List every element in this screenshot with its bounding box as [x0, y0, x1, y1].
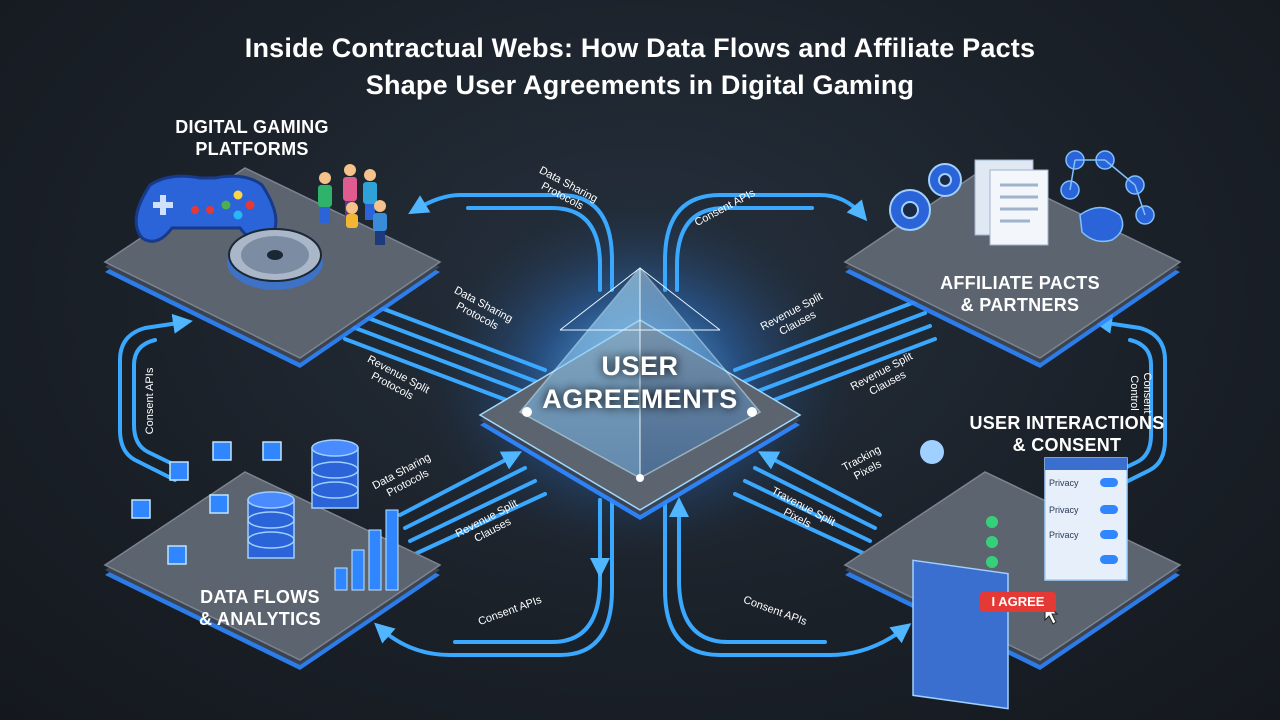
- flow-top-right: [663, 193, 868, 292]
- flow-lr-3: [743, 479, 872, 543]
- database-icon: [247, 439, 359, 559]
- document-icon: [974, 159, 1049, 246]
- bar-chart-icon: [334, 509, 399, 591]
- flow-top-left: [408, 193, 614, 292]
- flow-ur-2: [738, 311, 927, 385]
- node-gaming-line2: PLATFORMS: [195, 139, 309, 159]
- flow-lr-1: [757, 451, 882, 517]
- node-affiliate-label: AFFILIATE PACTS & PARTNERS: [920, 272, 1120, 316]
- people-icon: [318, 164, 387, 245]
- edge-right-vertical-line1: Consent: [1141, 372, 1153, 414]
- flow-bottom-left: [374, 498, 614, 657]
- flow-ur-4: [748, 337, 937, 411]
- platform-data: [103, 471, 442, 670]
- flow-bottom-right: [663, 498, 912, 657]
- node-gaming-line1: DIGITAL GAMING: [175, 117, 329, 137]
- title-line-1: Inside Contractual Webs: How Data Flows …: [244, 33, 1036, 63]
- privacy-label-2: Privacy: [1049, 505, 1079, 515]
- node-data-line2: & ANALYTICS: [199, 609, 321, 629]
- privacy-label-1: Privacy: [1049, 478, 1079, 488]
- node-center-line2: AGREEMENTS: [542, 384, 738, 414]
- cubes-icon: [131, 441, 282, 565]
- node-users-line1: USER INTERACTIONS: [969, 413, 1165, 433]
- flow-ul-4: [343, 337, 532, 411]
- flow-ul-1: [358, 298, 547, 372]
- gears-icon: [889, 163, 962, 231]
- flow-bottom-right-inner: [677, 558, 827, 644]
- edge-right-vertical-line2: Control: [1128, 375, 1140, 411]
- flow-lr-2: [753, 466, 877, 530]
- flow-ul-2: [353, 311, 542, 385]
- agree-button[interactable]: I AGREE: [980, 592, 1056, 612]
- platform-users: [843, 471, 1182, 670]
- node-data-line1: DATA FLOWS: [200, 587, 320, 607]
- node-affiliate-line1: AFFILIATE PACTS: [940, 273, 1100, 293]
- flow-top-right-inner: [675, 206, 814, 292]
- diagram-title: Inside Contractual Webs: How Data Flows …: [140, 30, 1140, 104]
- title-line-2: Shape User Agreements in Digital Gaming: [365, 70, 915, 100]
- flow-ll-3: [408, 479, 537, 543]
- node-gaming-label: DIGITAL GAMING PLATFORMS: [162, 116, 342, 160]
- flow-left-vertical-inner: [132, 338, 187, 472]
- node-affiliate-line2: & PARTNERS: [960, 295, 1080, 315]
- flow-right-vertical-inner: [1098, 338, 1153, 482]
- node-users-line2: & CONSENT: [1012, 435, 1122, 455]
- node-center-line1: USER: [601, 351, 679, 381]
- node-users-label: USER INTERACTIONS & CONSENT: [962, 412, 1172, 456]
- flow-ur-3: [743, 324, 932, 398]
- flow-lines: [118, 193, 1167, 657]
- flow-ul-3: [348, 324, 537, 398]
- handshake-icon: [1079, 206, 1124, 243]
- flow-ll-1: [398, 451, 523, 517]
- flow-left-vertical: [118, 313, 193, 482]
- privacy-card-icon: [1044, 457, 1128, 581]
- network-people-icon: [1060, 150, 1155, 225]
- flow-lr-4: [733, 492, 867, 556]
- edge-left-vertical-label: Consent APIs: [144, 367, 156, 435]
- gamepad-icon: [134, 174, 278, 243]
- disc-icon: [227, 228, 323, 290]
- crystal-icon: [518, 266, 762, 482]
- flow-bottom-left-inner: [453, 498, 602, 644]
- flow-top-left-inner: [466, 206, 602, 292]
- flow-right-vertical: [1092, 313, 1167, 492]
- privacy-label-3: Privacy: [1049, 530, 1079, 540]
- node-center-label: USER AGREEMENTS: [530, 350, 750, 416]
- flow-ll-4: [413, 492, 547, 556]
- flow-ll-2: [403, 466, 527, 530]
- node-data-label: DATA FLOWS & ANALYTICS: [190, 586, 330, 630]
- flow-ur-1: [733, 298, 922, 372]
- edge-right-vertical-label: Consent Control: [1127, 353, 1153, 433]
